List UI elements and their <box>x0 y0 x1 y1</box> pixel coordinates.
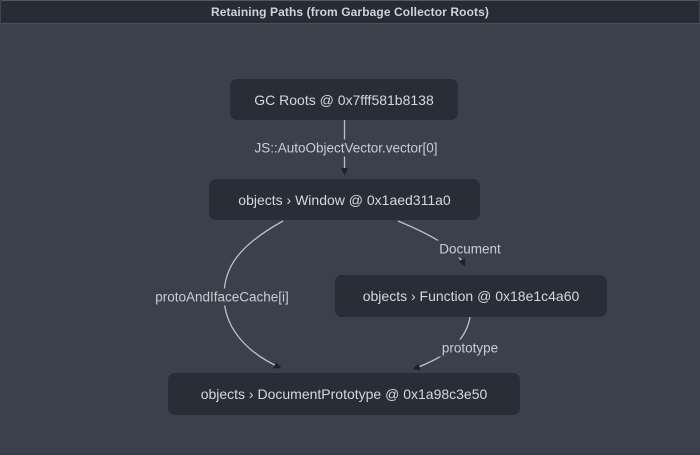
node-window[interactable]: objects › Window @ 0x1aed311a0 <box>209 179 480 220</box>
node-function[interactable]: objects › Function @ 0x18e1c4a60 <box>335 275 607 317</box>
window-title: Retaining Paths (from Garbage Collector … <box>211 5 489 19</box>
edge-label-document: Document <box>434 240 506 258</box>
edge-label-prototype: prototype <box>436 339 504 357</box>
edge-label-protoandifacecache: protoAndIfaceCache[i] <box>150 288 294 306</box>
window-titlebar: Retaining Paths (from Garbage Collector … <box>0 0 700 24</box>
retaining-paths-graph-canvas: GC Roots @ 0x7fff581b8138 objects › Wind… <box>0 24 700 455</box>
node-document-prototype-label: objects › DocumentPrototype @ 0x1a98c3e5… <box>200 386 488 402</box>
node-gc-roots-label: GC Roots @ 0x7fff581b8138 <box>254 91 434 108</box>
node-window-label: objects › Window @ 0x1aed311a0 <box>238 191 451 208</box>
node-gc-roots[interactable]: GC Roots @ 0x7fff581b8138 <box>230 79 458 120</box>
edge-label-autoobjectvector: JS::AutoObjectVector.vector[0] <box>249 139 443 157</box>
node-function-label: objects › Function @ 0x18e1c4a60 <box>362 288 580 304</box>
node-document-prototype[interactable]: objects › DocumentPrototype @ 0x1a98c3e5… <box>168 373 520 415</box>
